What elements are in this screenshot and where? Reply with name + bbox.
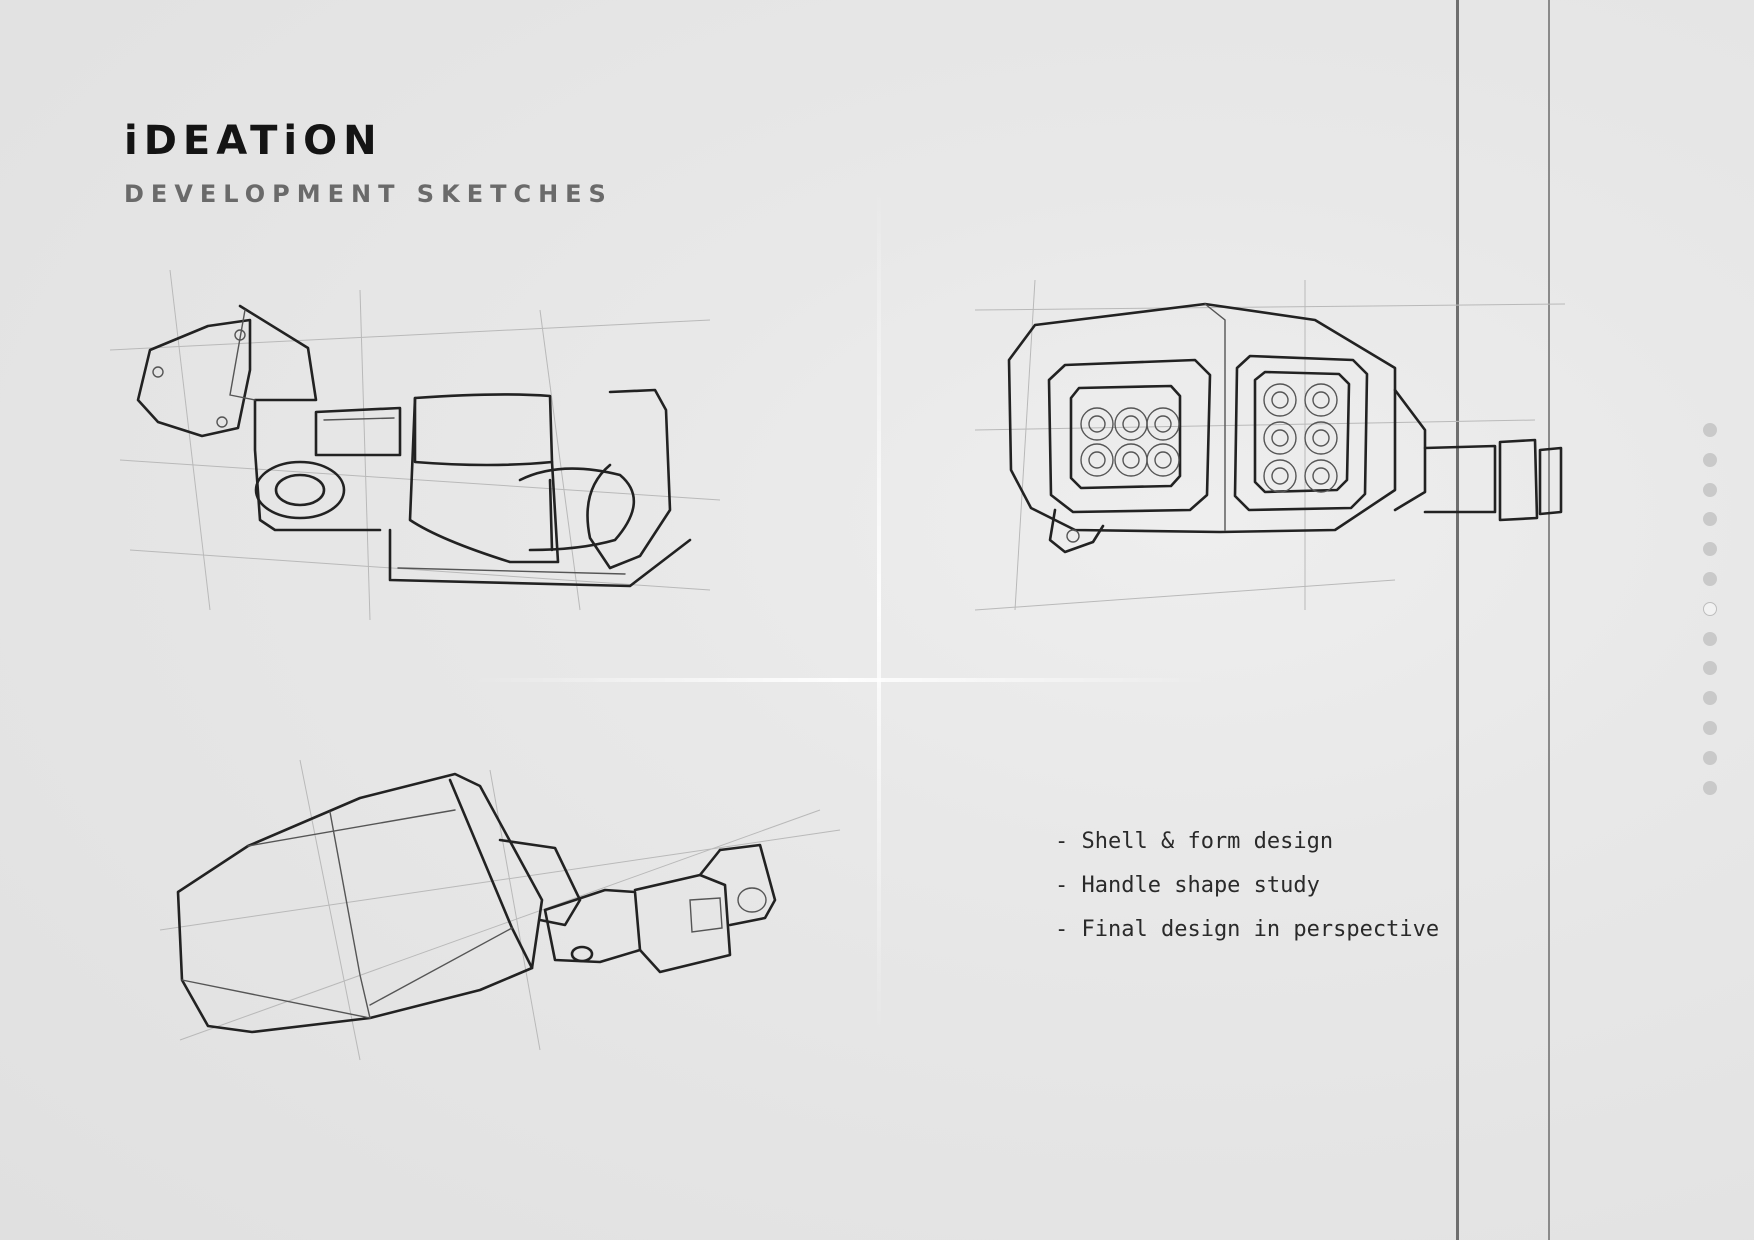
page-dot-12[interactable]: [1703, 750, 1717, 765]
page-dot-13[interactable]: [1703, 780, 1717, 795]
page-dot-10[interactable]: [1703, 691, 1717, 706]
page-dot-11[interactable]: [1703, 720, 1717, 735]
sketch-shell-form: [975, 280, 1575, 620]
page-dot-4[interactable]: [1703, 512, 1717, 527]
page-dot-6[interactable]: [1703, 571, 1717, 586]
page-subtitle: DEVELOPMENT SKETCHES: [124, 180, 613, 208]
note-item-shell: - Shell & form design: [1055, 829, 1334, 854]
vertical-rule-right: [1548, 0, 1550, 1240]
horizontal-light-streak: [470, 678, 1210, 682]
page-dot-7[interactable]: [1703, 601, 1717, 616]
page-indicator: [1703, 423, 1717, 810]
page-dot-2[interactable]: [1703, 452, 1717, 467]
page-dot-5[interactable]: [1703, 542, 1717, 557]
note-item-final: - Final design in perspective: [1055, 917, 1440, 942]
page-dot-9[interactable]: [1703, 661, 1717, 676]
note-item-handle: - Handle shape study: [1055, 873, 1320, 898]
page-dot-8[interactable]: [1703, 631, 1717, 646]
page-dot-1[interactable]: [1703, 423, 1717, 437]
vertical-rule-left: [1456, 0, 1459, 1240]
vertical-light-streak: [877, 180, 881, 1040]
page-dot-3[interactable]: [1703, 482, 1717, 497]
sketch-handle-study: [110, 250, 730, 630]
design-notes-list: - Shell & form design - Handle shape stu…: [1055, 820, 1439, 952]
page-title: iDEATiON: [124, 118, 383, 164]
sketch-final-perspective: [160, 750, 850, 1070]
